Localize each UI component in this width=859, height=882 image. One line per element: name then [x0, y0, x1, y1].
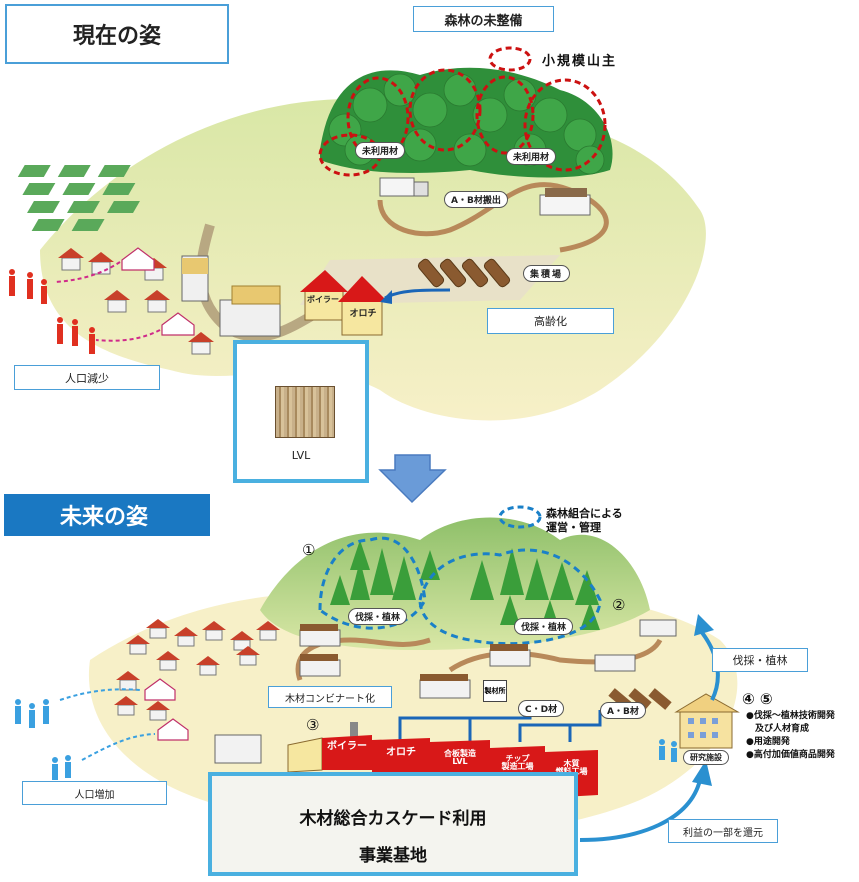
future-title-bar: 未来の姿: [4, 494, 210, 536]
present-abandoned-houses: [121, 247, 195, 336]
present-factories: [300, 270, 388, 336]
harvest-arrow-label: 伐採・植林: [732, 654, 788, 667]
profit-return-box: 利益の一部を還元: [668, 819, 778, 843]
bullet-item: 及び人材育成: [746, 724, 810, 735]
unused-wood-label-1: 未利用材: [355, 142, 406, 159]
aging-box: 高齢化: [487, 308, 614, 334]
cd-label: C・D材: [518, 700, 565, 717]
main-base-line2: 事業基地: [359, 846, 427, 866]
transition-arrow: [378, 454, 447, 504]
present-boiler-label: ボイラー: [307, 295, 339, 304]
profit-return-label: 利益の一部を還元: [683, 827, 763, 839]
bullet-item: ●高付加価値商品開発: [746, 750, 835, 761]
future-title: 未来の姿: [60, 505, 149, 530]
future-boiler-label: ボイラー: [327, 741, 367, 752]
forest-label-box: 森林の未整備: [413, 6, 554, 32]
future-new-houses: [144, 678, 189, 741]
future-coop-outlines: [318, 536, 602, 646]
pop-increase-box: 人口増加: [22, 781, 167, 805]
present-forest-path: [377, 182, 609, 253]
legend-coop-text: 森林組合による 運営・管理: [546, 507, 623, 534]
combinat-label: 木材コンビナート化: [285, 693, 375, 705]
present-fields: [17, 165, 140, 231]
research-building: [674, 693, 740, 749]
main-base-box: 木材総合カスケード利用 事業基地: [208, 772, 578, 876]
legend-coop-ellipse: [498, 505, 542, 529]
unused-wood-label-2: 未利用材: [506, 148, 557, 165]
harvest-arrow-box: 伐採・植林: [712, 648, 808, 672]
pellet-label: 木質 燃料工場: [556, 759, 588, 776]
legend-owner-ellipse: [488, 46, 532, 72]
future-forest: [330, 540, 600, 630]
num-2: ②: [612, 596, 626, 614]
plywood-label: 合板製造 LVL: [444, 749, 476, 767]
num-45: ④ ⑤: [742, 690, 773, 708]
sawmill-label: 製材所: [484, 686, 506, 695]
combinat-box: 木材コンビナート化: [268, 686, 392, 708]
present-forest: [318, 67, 613, 178]
present-title: 現在の姿: [72, 24, 161, 49]
future-chimney: [350, 722, 358, 750]
sawmill-sign: 製材所: [483, 680, 507, 702]
ab-label: A・B材: [600, 702, 646, 719]
profit-return-arrow: [579, 779, 702, 842]
forest-label: 森林の未整備: [444, 13, 523, 29]
present-title-box: 現在の姿: [5, 4, 229, 64]
num-3: ③: [306, 716, 320, 734]
future-migration-arrows: [59, 688, 156, 761]
future-people: [15, 699, 677, 780]
harvest-label-1: 伐採・植林: [348, 608, 408, 625]
ab-out-label: A・B材搬出: [444, 191, 508, 208]
yard-label: 集積場: [523, 265, 571, 282]
present-logs: [417, 258, 511, 288]
pop-decline-box: 人口減少: [14, 365, 160, 390]
future-houses: [114, 619, 280, 721]
pop-increase-label: 人口増加: [74, 789, 115, 801]
legend-small-owner: 小規模山主: [542, 54, 618, 69]
future-orochi-label: オロチ: [386, 747, 416, 758]
bullet-item: ●伐採～植林技術開発: [746, 711, 835, 721]
num-1: ①: [302, 541, 316, 559]
lvl-board: [275, 386, 335, 438]
present-trucks: [181, 177, 591, 337]
harvest-label-2: 伐採・植林: [514, 618, 574, 635]
lvl-box: LVL: [233, 340, 369, 483]
research-label: 研究施設: [683, 750, 729, 765]
aging-label: 高齢化: [534, 315, 567, 328]
future-trucks: [214, 619, 677, 764]
main-base-line1: 木材総合カスケード利用: [299, 809, 487, 829]
bullet-item: ●用途開発: [746, 737, 790, 748]
present-migration-arrows: [55, 261, 161, 342]
present-orochi-label: オロチ: [349, 309, 377, 319]
pop-decline-label: 人口減少: [65, 371, 109, 385]
future-bullets: ●伐採～植林技術開発 及び人材育成 ●用途開発 ●高付加価値商品開発: [746, 710, 835, 762]
lvl-label: LVL: [291, 449, 311, 462]
present-people: [9, 269, 95, 354]
chip-label: チップ 製造工場: [501, 754, 534, 772]
